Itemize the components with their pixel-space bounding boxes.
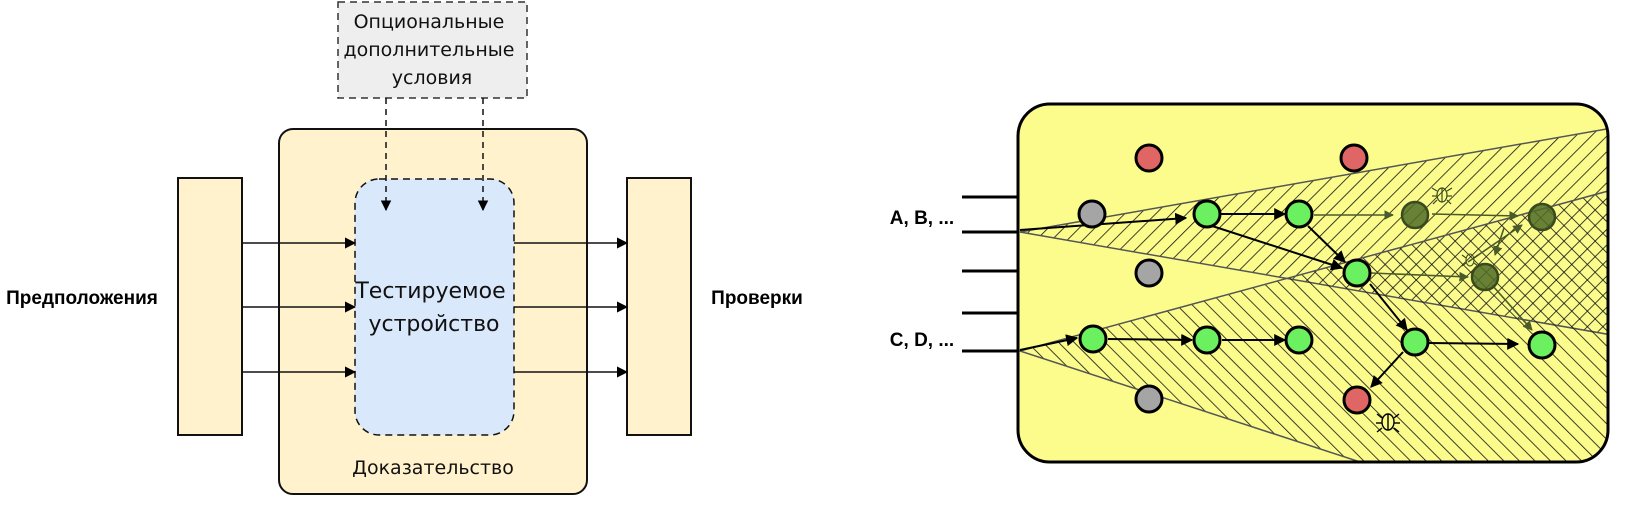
checks-label: Проверки [711, 288, 803, 309]
edge [1370, 351, 1404, 388]
node-green [1192, 325, 1222, 355]
faded-nodes [1400, 200, 1557, 292]
node-gray [1134, 384, 1164, 414]
dut-line-1: Тестируемое [354, 279, 505, 304]
bug-icon [1431, 187, 1453, 205]
bug-icon [1376, 413, 1400, 433]
node-gray [1077, 199, 1107, 229]
bug-icon [1461, 253, 1479, 267]
svg-text:Опциональные дополнитель: Опциональные дополнительные условия [344, 11, 521, 89]
node-gray [1134, 258, 1164, 288]
assumptions-bar [177, 177, 243, 436]
node-green [1527, 330, 1557, 360]
assumptions-label: Предположения [6, 288, 158, 309]
cone-bottom [1018, 189, 1608, 462]
edge [1307, 225, 1346, 263]
node-faded [1527, 202, 1557, 232]
node-green [1400, 327, 1430, 357]
optional-line-1: Опциональные [354, 11, 505, 33]
right-diagram: A, B, ... C, D, ... [890, 102, 1610, 464]
node-green [1078, 324, 1108, 354]
edge [1431, 211, 1519, 221]
optional-line-2: дополнительные [344, 39, 515, 61]
edge [1019, 212, 1188, 231]
node-green [1192, 199, 1222, 229]
edge [1019, 334, 1079, 351]
optional-conditions-box [337, 1, 528, 99]
node-red [1134, 143, 1164, 173]
node-green [1284, 199, 1314, 229]
checks-bar [626, 177, 692, 436]
input-bottom-label: C, D, ... [890, 330, 954, 351]
edge [1428, 337, 1520, 350]
edge [1107, 333, 1194, 346]
node-green [1284, 325, 1314, 355]
dut-box [354, 178, 515, 436]
state-space-border [1016, 102, 1610, 464]
edge [1493, 227, 1505, 256]
edge [1491, 284, 1533, 331]
node-faded [1470, 262, 1500, 292]
node-green [1342, 258, 1372, 288]
edge [1369, 283, 1408, 331]
proof-label: Доказательство [352, 457, 514, 479]
left-diagram: Опциональные дополнительные условия Дока… [6, 1, 803, 495]
optional-line-3: условия [392, 67, 472, 89]
input-top-label: A, B, ... [890, 208, 954, 229]
node-red [1342, 385, 1372, 415]
reachability-cones [1018, 127, 1608, 462]
node-red [1339, 143, 1369, 173]
edge [1205, 223, 1344, 271]
svg-text:Тестируемое устройство: Тестируемое устройство [354, 279, 512, 337]
state-edges [1019, 208, 1520, 388]
edge [1370, 271, 1469, 282]
node-faded [1400, 200, 1430, 230]
state-nodes [1077, 143, 1557, 415]
dut-line-2: устройство [369, 312, 500, 337]
